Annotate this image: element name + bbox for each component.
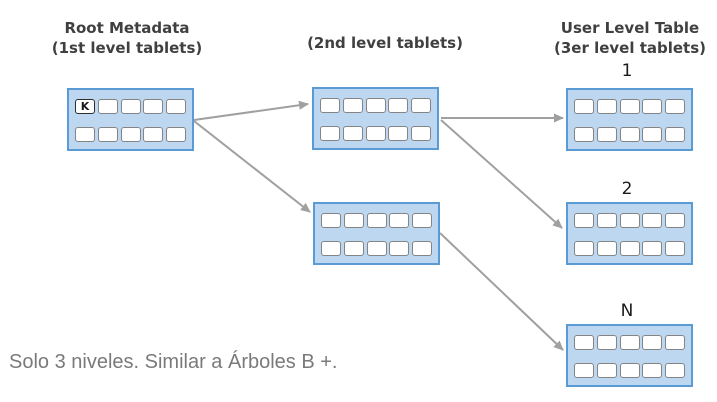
- cell: [366, 213, 387, 228]
- cell: [365, 126, 386, 141]
- cell: [665, 363, 685, 378]
- arrow-level2bottom-to-tableN: [439, 232, 564, 351]
- cell: [412, 241, 432, 256]
- level2-heading: (2nd level tablets): [285, 33, 485, 53]
- cell: [642, 99, 663, 114]
- cell-row: [320, 98, 431, 113]
- cell: [574, 127, 594, 142]
- cell: [120, 99, 141, 114]
- cell-row: [574, 363, 685, 378]
- cell: [343, 213, 364, 228]
- cell: [619, 127, 640, 142]
- cell: [665, 213, 685, 228]
- root-metadata-heading-line2: (1st level tablets): [51, 39, 203, 57]
- cell-row: [574, 241, 685, 256]
- cell: [342, 126, 363, 141]
- cell: [365, 98, 386, 113]
- cell: [619, 213, 640, 228]
- cell: [596, 127, 617, 142]
- tablet-level2-top: [312, 87, 439, 150]
- tablet-level2-bottom: [313, 202, 440, 265]
- cell-row: [574, 99, 685, 114]
- cell-row: [574, 335, 685, 350]
- cell: [412, 213, 432, 228]
- cell: [366, 241, 387, 256]
- cell: [619, 363, 640, 378]
- arrow-root-to-level2-bottom: [193, 120, 311, 213]
- cell: [75, 127, 95, 142]
- cell: [321, 241, 341, 256]
- cell-row: [321, 213, 432, 228]
- cell-row: [75, 127, 186, 142]
- cell: [642, 335, 663, 350]
- cell: [619, 99, 640, 114]
- user-level-table-heading: User Level Table (3er level tablets): [529, 18, 717, 58]
- cell: [411, 126, 431, 141]
- caption-text: Solo 3 niveles. Similar a Árboles B +.: [9, 351, 338, 373]
- level2-heading-line1: (2nd level tablets): [307, 34, 463, 52]
- cell: [574, 241, 594, 256]
- arrow-level2top-to-table2: [440, 119, 563, 229]
- cell: [619, 335, 640, 350]
- cell: [642, 127, 663, 142]
- tableN-label: N: [620, 301, 634, 321]
- cell-row: [320, 126, 431, 141]
- cell-row: [574, 213, 685, 228]
- cell: [665, 99, 685, 114]
- cell: [642, 363, 663, 378]
- cell: [642, 213, 663, 228]
- cell-row: K: [75, 99, 186, 114]
- cell: [320, 126, 340, 141]
- cell: [343, 241, 364, 256]
- cell: [574, 363, 594, 378]
- cell: [389, 241, 410, 256]
- cell: [120, 127, 141, 142]
- cell: [574, 99, 594, 114]
- cell: [166, 99, 186, 114]
- cell: [321, 213, 341, 228]
- cell: [665, 127, 685, 142]
- cell: [619, 241, 640, 256]
- cell: [97, 127, 118, 142]
- root-key-cell: K: [75, 99, 95, 114]
- cell: [411, 98, 431, 113]
- cell: [596, 99, 617, 114]
- cell: [574, 335, 594, 350]
- tablet-user-2: [566, 202, 693, 265]
- user-level-table-heading-line2: (3er level tablets): [553, 39, 706, 57]
- cell: [596, 241, 617, 256]
- cell: [320, 98, 340, 113]
- table1-label: 1: [621, 61, 633, 81]
- cell: [389, 213, 410, 228]
- cell-row: [321, 241, 432, 256]
- cell-row: [574, 127, 685, 142]
- cell: [665, 241, 685, 256]
- cell: [642, 241, 663, 256]
- cell: [388, 126, 409, 141]
- cell: [143, 127, 164, 142]
- cell: [342, 98, 363, 113]
- root-metadata-heading: Root Metadata (1st level tablets): [27, 18, 227, 58]
- tablet-user-n: [566, 324, 693, 387]
- root-metadata-heading-line1: Root Metadata: [64, 19, 190, 37]
- arrow-root-to-level2-top: [193, 100, 309, 121]
- table2-label: 2: [621, 179, 633, 199]
- user-level-table-heading-line1: User Level Table: [560, 19, 700, 37]
- cell: [166, 127, 186, 142]
- tablet-root: K: [67, 88, 194, 151]
- cell: [97, 99, 118, 114]
- cell: [143, 99, 164, 114]
- cell: [596, 213, 617, 228]
- cell: [665, 335, 685, 350]
- cell: [574, 213, 594, 228]
- cell: [596, 335, 617, 350]
- cell: [596, 363, 617, 378]
- tablet-user-1: [566, 88, 693, 151]
- cell: [388, 98, 409, 113]
